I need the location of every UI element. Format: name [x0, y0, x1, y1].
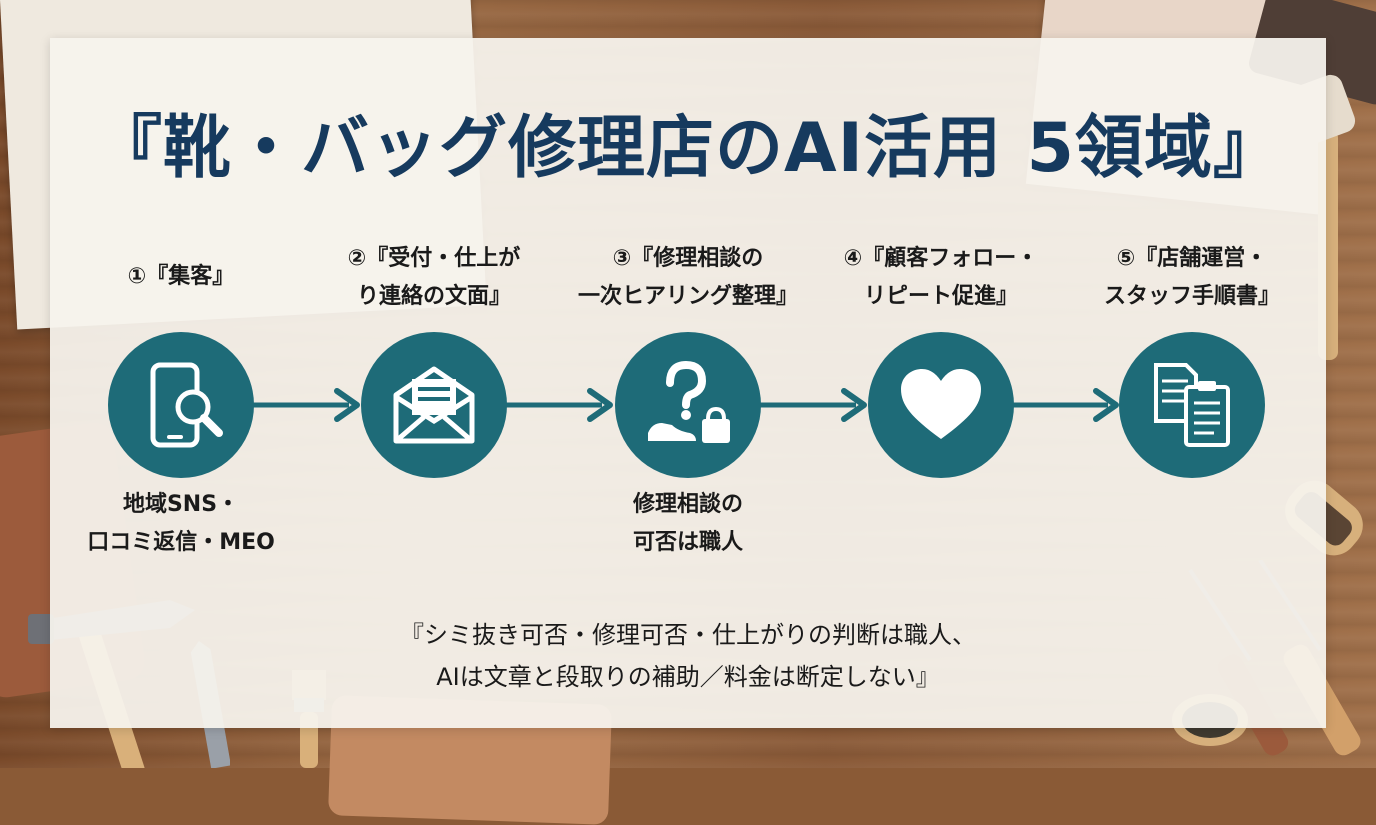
step-label-line: ④『顧客フォロー・ — [843, 246, 1039, 271]
step-label-4: ④『顧客フォロー・ リピート促進』 — [816, 240, 1066, 316]
step-circle-4 — [868, 332, 1014, 478]
page-title: 『靴・バッグ修理店のAI活用 5領域』 — [94, 109, 1282, 188]
phone-search-icon — [150, 362, 223, 448]
step-label-line: ②『受付・仕上が — [347, 246, 521, 271]
step-circle-1 — [108, 332, 254, 478]
step-label-line: リピート促進』 — [863, 284, 1018, 309]
flow-arrow-icon — [1012, 388, 1119, 422]
bottom-note: 『シミ抜き可否・修理可否・仕上がりの判断は職人、 AIは文章と段取りの補助／料金… — [0, 614, 1376, 698]
step-label-5: ⑤『店舗運営・ スタッフ手順書』 — [1067, 240, 1317, 316]
step-label-line: スタッフ手順書』 — [1103, 284, 1280, 309]
step-label-line: 一次ヒアリング整理』 — [577, 284, 798, 309]
documents-icon — [1154, 363, 1230, 447]
sub-label-line: 口コミ返信・MEO — [87, 530, 275, 555]
step-circle-3 — [615, 332, 761, 478]
flow-arrow-icon — [253, 388, 360, 422]
question-shoe-bag-icon — [648, 360, 730, 443]
step-label-line: ①『集客』 — [127, 264, 235, 289]
sub-label-line: 地域SNS・ — [122, 492, 240, 517]
flow-arrow-icon — [506, 388, 613, 422]
step-label-1: ①『集客』 — [56, 258, 306, 296]
sub-label-line: 可否は職人 — [632, 530, 743, 555]
sub-label-line: 修理相談の — [632, 492, 743, 517]
step-circle-5 — [1119, 332, 1265, 478]
step-label-line: り連絡の文面』 — [356, 284, 511, 309]
envelope-icon — [393, 366, 475, 444]
heart-icon — [901, 369, 981, 439]
step-label-line: ③『修理相談の — [612, 246, 764, 271]
step-label-2: ②『受付・仕上が り連絡の文面』 — [309, 240, 559, 316]
note-line: 『シミ抜き可否・修理可否・仕上がりの判断は職人、 — [400, 621, 976, 649]
flow-arrow-icon — [760, 388, 867, 422]
step-circle-2 — [361, 332, 507, 478]
step-label-3: ③『修理相談の 一次ヒアリング整理』 — [563, 240, 813, 316]
sub-label-step-3: 修理相談の 可否は職人 — [548, 486, 828, 562]
step-label-line: ⑤『店舗運営・ — [1116, 246, 1268, 271]
sub-label-step-1: 地域SNS・ 口コミ返信・MEO — [41, 486, 321, 562]
note-line: AIは文章と段取りの補助／料金は断定しない』 — [436, 663, 940, 691]
